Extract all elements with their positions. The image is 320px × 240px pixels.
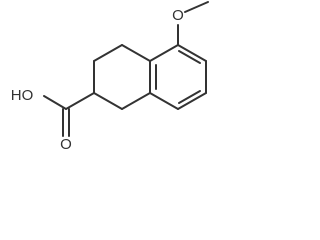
bond-ar-1 [177,44,207,62]
bond-ar-3-inner [178,90,201,104]
hydroxyl-label: HO [11,87,34,104]
bond-c-oh [43,95,67,110]
bond-ar-6 [149,44,179,62]
bond-methyl-o [184,1,209,13]
bonds [43,1,209,137]
atom-labels: O HO O [11,7,184,153]
bond-ar-3 [177,92,207,110]
methoxy-oxygen-label: O [172,7,184,24]
chemical-structure: O HO O [11,1,209,153]
bond-sat-1 [121,44,151,62]
bond-ar-1-inner [178,50,201,64]
bond-ar-4 [149,92,179,110]
bond-sat-4 [93,92,123,110]
bond-sat-2 [93,44,123,62]
bond-sat-5 [121,92,151,110]
bond-ring-carboxyl [65,92,95,110]
carbonyl-oxygen-label: O [60,136,72,153]
